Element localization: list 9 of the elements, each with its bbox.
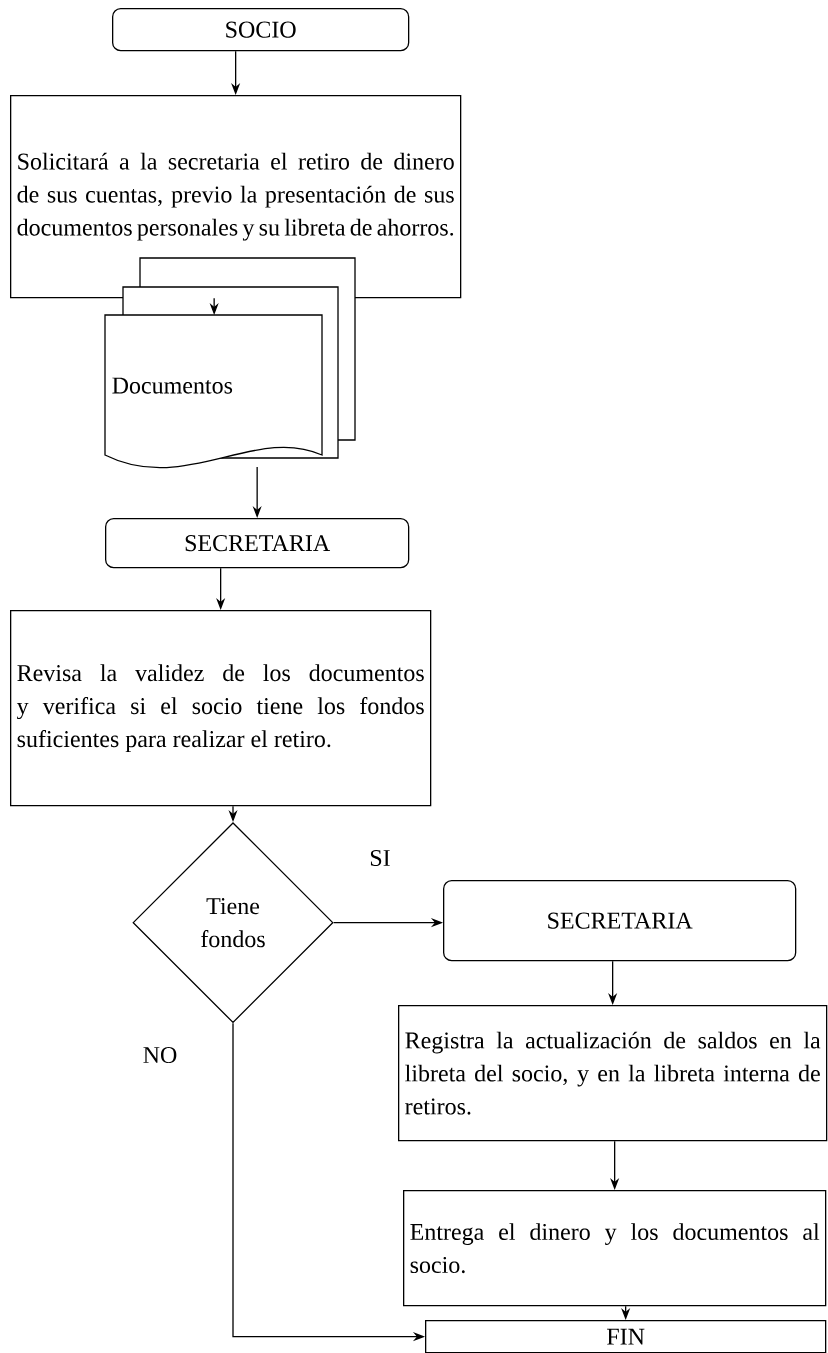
- process-box: Entrega el dinero y los documentos al socio.: [403, 1190, 827, 1307]
- process-box: Revisa la validez de los documentos y verifica si el socio tiene los fondos suficientes para realizar el retiro.: [10, 610, 432, 807]
- terminal-box: SOCIO: [112, 8, 410, 52]
- edge-label: NO: [140, 1044, 180, 1066]
- edge-label: SI: [367, 847, 393, 869]
- terminal-box: SECRETARIA: [105, 518, 410, 569]
- process-box: Registra la actualización de saldos en la libreta del socio, y en la libreta interna de retiros.: [398, 1005, 828, 1142]
- process-box: FIN: [425, 1320, 827, 1353]
- terminal-box: SECRETARIA: [443, 880, 797, 962]
